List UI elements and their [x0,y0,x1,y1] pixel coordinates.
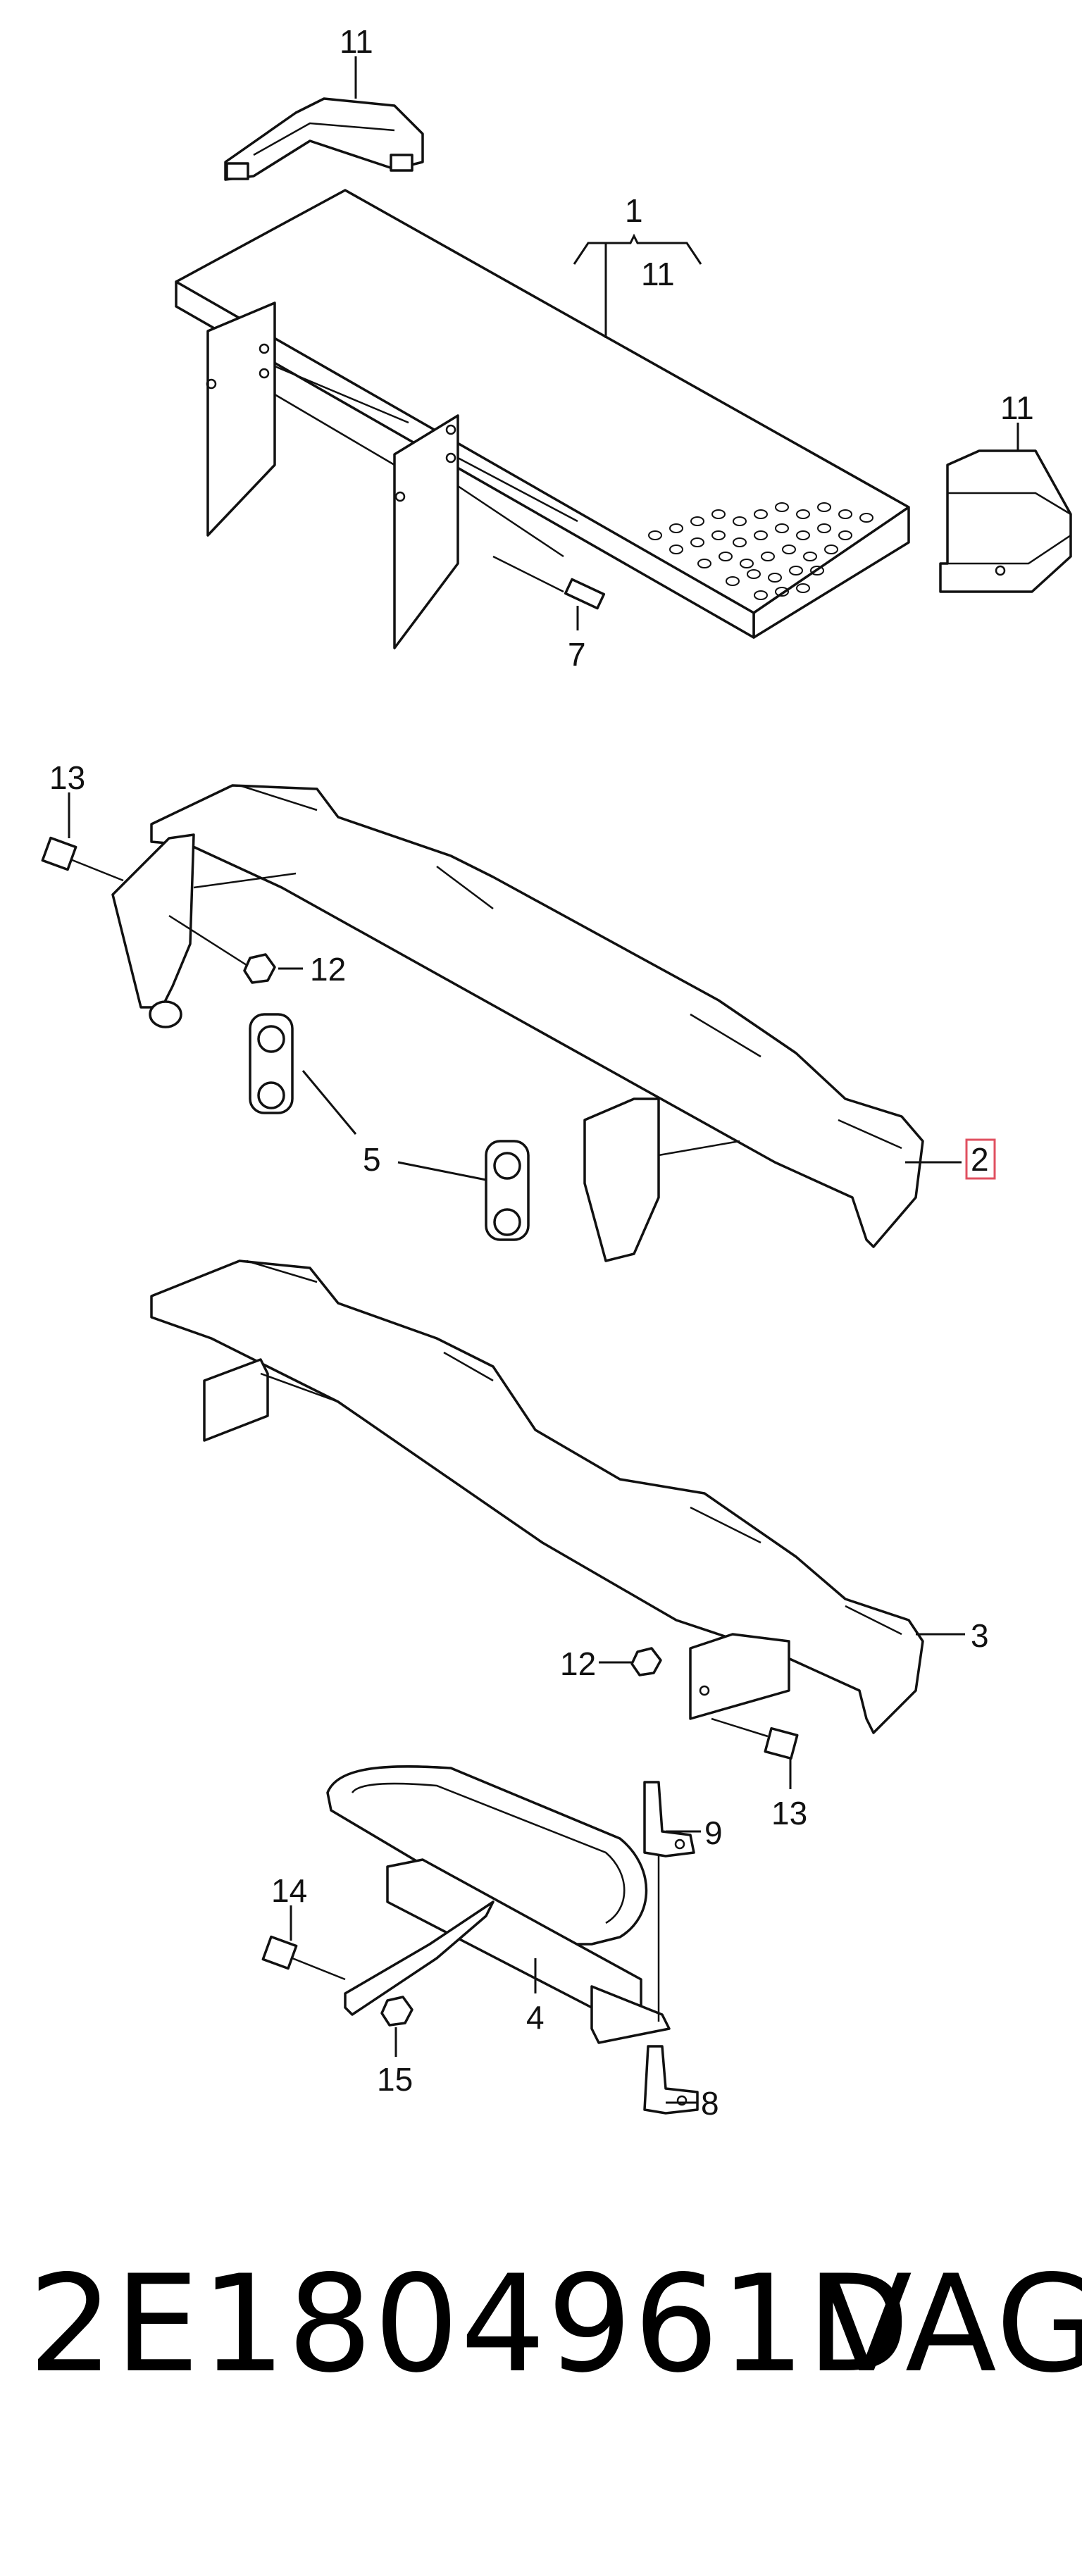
callout-2: 2 [971,1141,989,1178]
bolt-part-7 [492,555,606,610]
clamp-part-5-b [485,1140,530,1241]
nut-part-12-lower [630,1647,662,1676]
callout-11-top: 11 [340,23,373,60]
callout-1: 1 [625,192,643,229]
callout-11-mid: 11 [641,256,675,292]
guard-part-3 [150,1259,924,1734]
bolt-part-14 [261,1935,346,1981]
step-part-4 [326,1765,671,2044]
callout-4: 4 [526,1999,545,2036]
callout-13-lower: 13 [771,1795,807,1831]
brand-label: VAG [821,2246,1082,2402]
end-cap-part-11-top [224,97,424,181]
callout-15: 15 [377,2061,413,2098]
step-plate-part-1 [175,189,910,649]
callout-7: 7 [568,636,586,673]
callout-3: 3 [971,1617,989,1654]
callout-highlight-box [965,1138,996,1180]
end-cap-part-11-right [939,449,1072,593]
bracket-part-9 [643,1781,695,1858]
bracket-part-8 [643,2045,699,2115]
part-number-label: 2E1804961D [28,2246,912,2402]
callout-12-upper: 12 [310,951,346,988]
callout-5: 5 [363,1141,381,1178]
callout-12-lower: 12 [560,1645,596,1682]
bolt-part-13-upper [41,836,124,882]
callout-9: 9 [704,1815,723,1851]
clamp-part-5-a [249,1013,294,1114]
nut-part-12-upper [168,914,276,984]
bolt-part-13-lower [711,1717,799,1760]
guard-part-2 [111,784,924,1262]
perforated-tread [648,502,873,600]
callout-14: 14 [271,1872,307,1909]
callout-11-right: 11 [1000,390,1034,426]
callout-13-upper: 13 [49,759,85,796]
nut-part-15 [380,1996,413,2027]
callout-8: 8 [701,2085,719,2122]
